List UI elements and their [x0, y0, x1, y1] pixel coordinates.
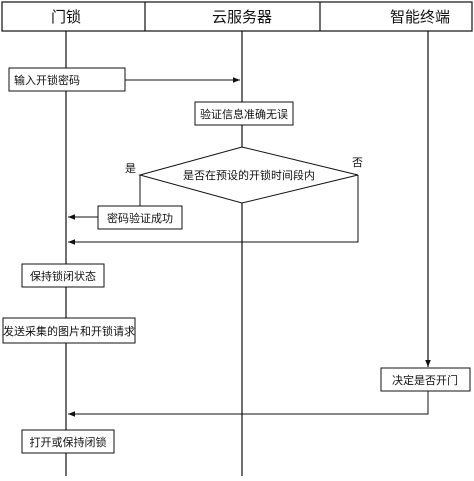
no-branch-line: [68, 175, 359, 245]
step-decide-open-label: 决定是否开门: [392, 373, 458, 387]
header-frame: [1, 1, 473, 32]
step-keep-locked-box: [21, 263, 105, 288]
step-password-ok-label: 密码验证成功: [107, 211, 173, 225]
step-keep-locked-label: 保持锁闭状态: [30, 269, 96, 283]
decision-yes-label: 是: [125, 162, 136, 175]
step-input-password-label: 输入开锁密码: [14, 73, 80, 87]
step-send-request-box: [2, 317, 136, 344]
step-verify-info-box: [194, 101, 294, 126]
step-open-or-keep-label: 打开或保持闭锁: [30, 435, 107, 449]
step-send-request-label: 发送采集的图片和开锁请求: [3, 324, 135, 338]
step-open-or-keep-box: [21, 429, 115, 454]
lane-header-row: 门锁 云服务器 智能终端: [1, 1, 473, 32]
arrow-terminal-to-lock: [68, 391, 429, 417]
lane-header-door-lock: 门锁: [51, 8, 81, 26]
decision-no-label: 否: [352, 156, 363, 169]
lane-header-cloud-server: 云服务器: [212, 8, 272, 26]
step-decide-open-box: [380, 367, 471, 392]
decision-time-window-label: 是否在预设的开锁时间段内: [183, 168, 315, 182]
step-verify-info-label: 验证信息准确无误: [200, 107, 288, 121]
lane-header-smart-terminal: 智能终端: [390, 8, 450, 26]
